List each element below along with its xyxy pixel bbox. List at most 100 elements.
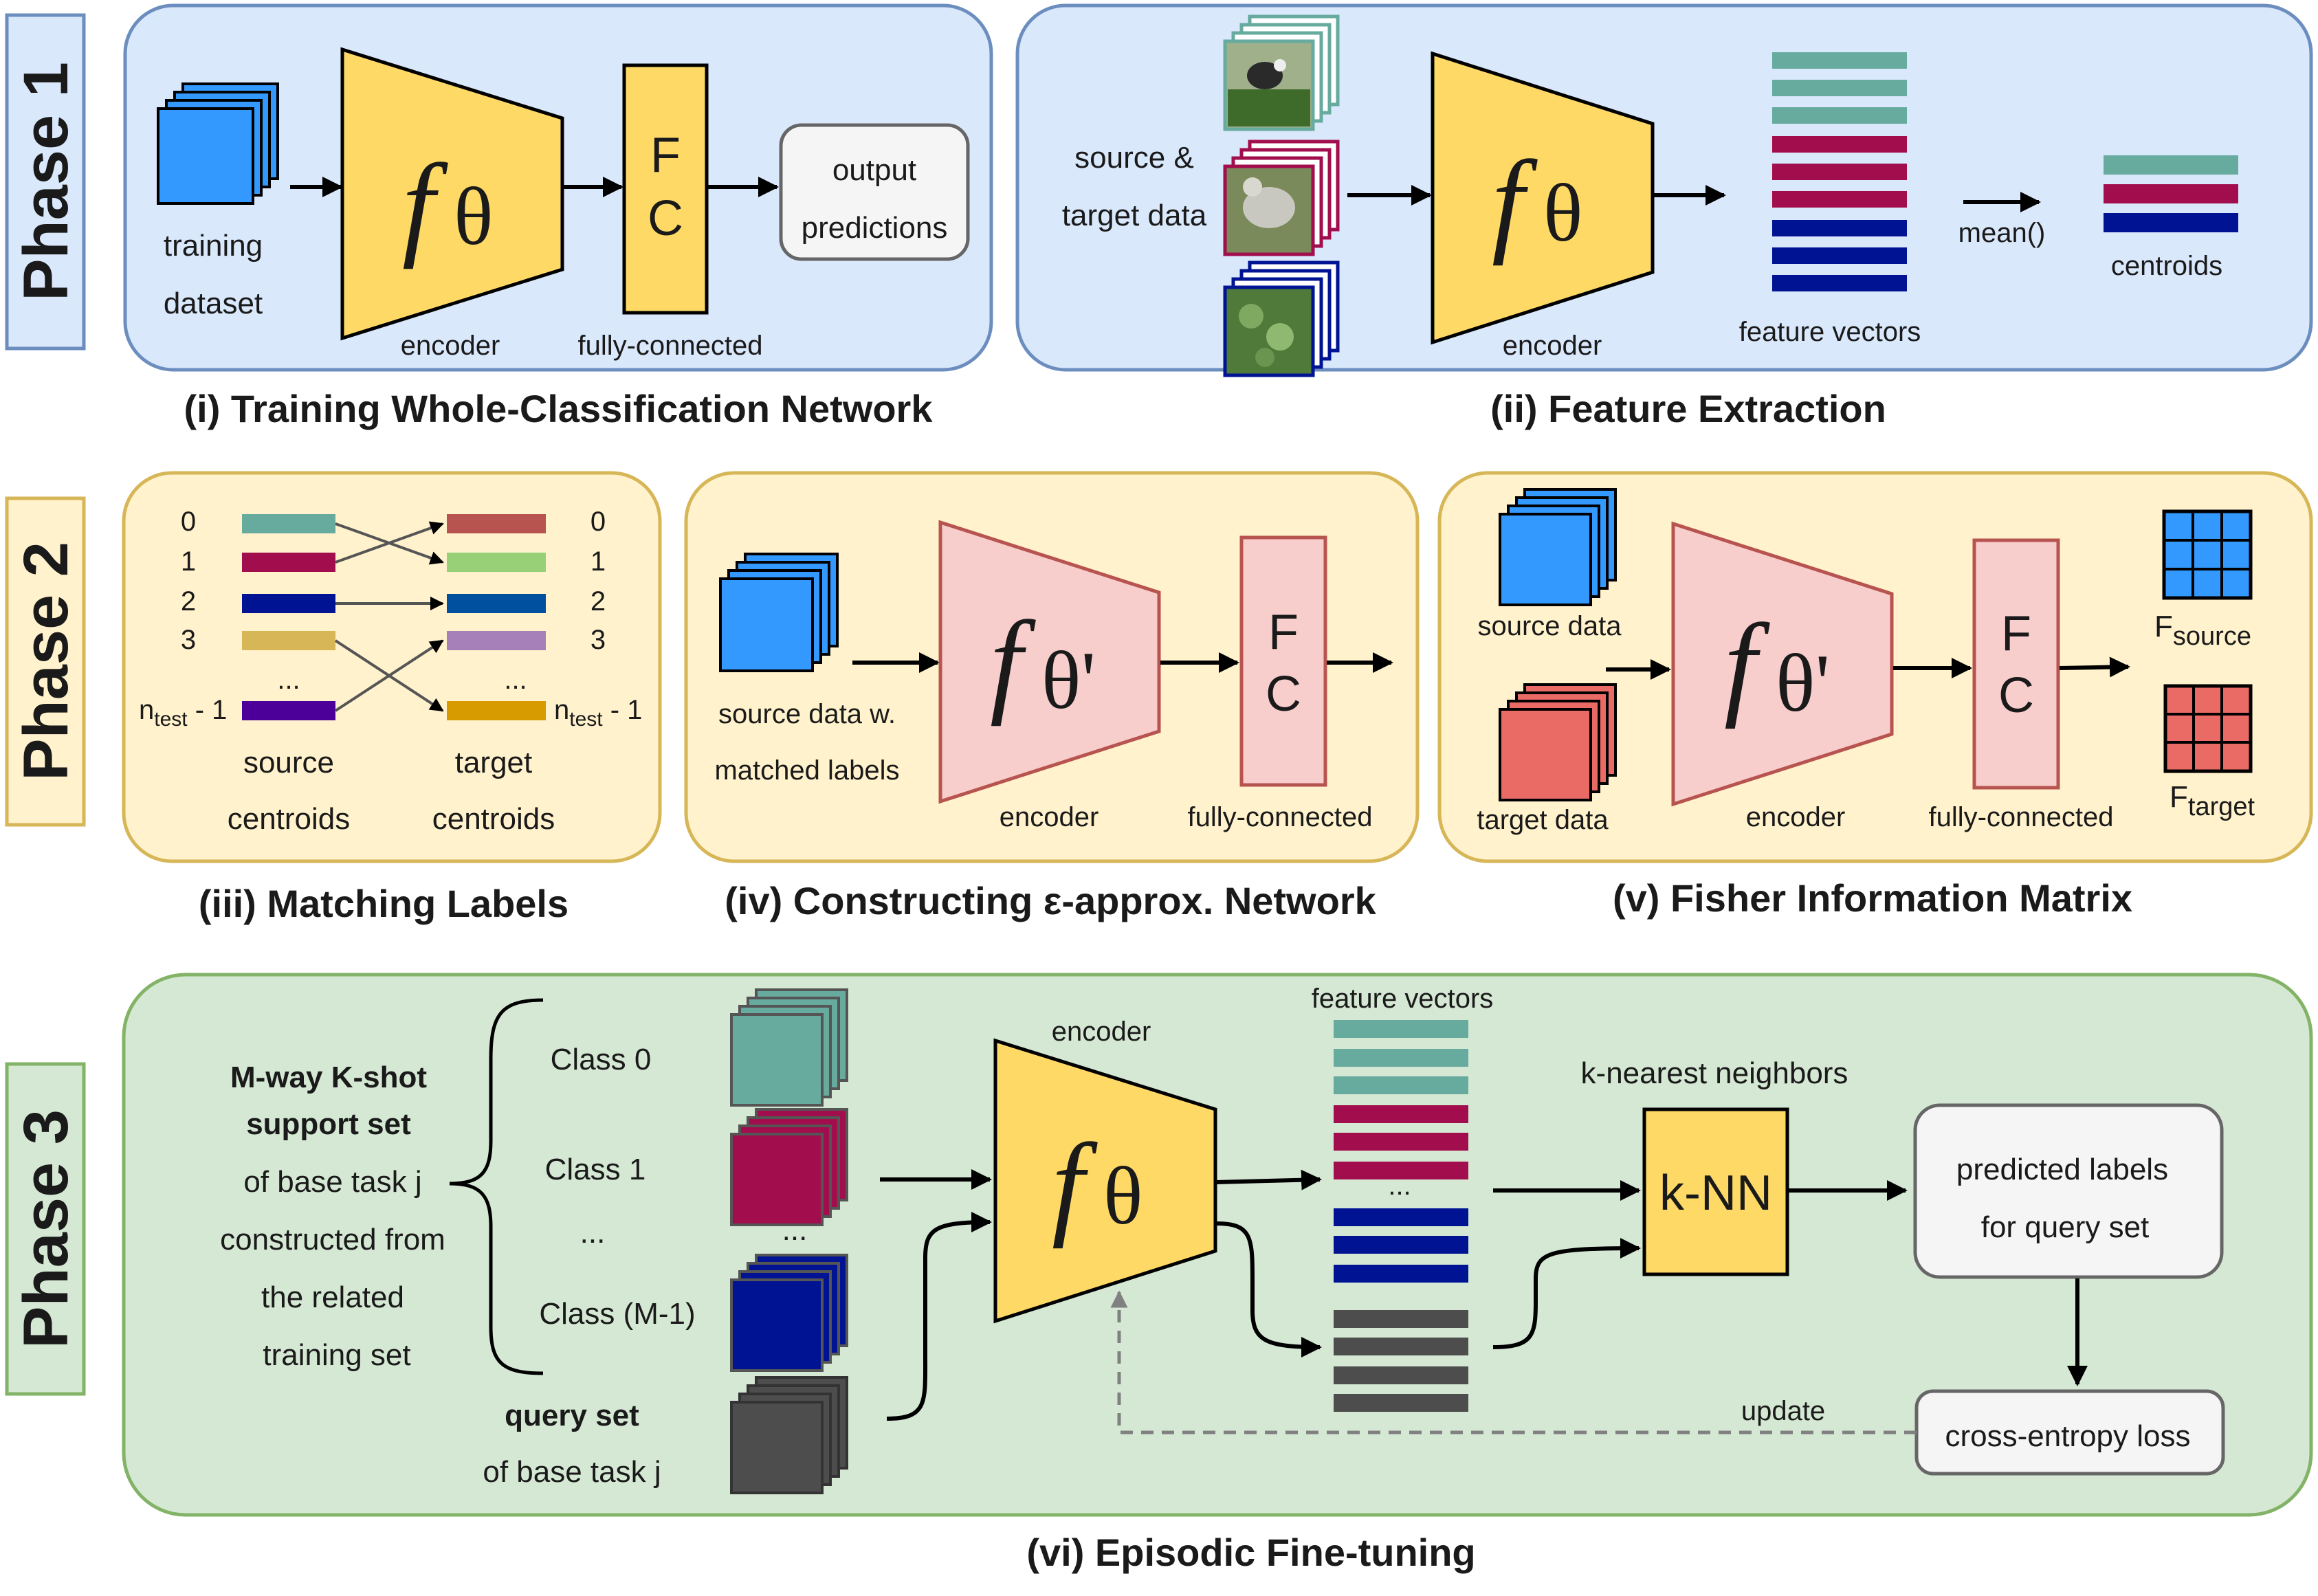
phase-2-label: Phase 2 bbox=[5, 496, 86, 827]
update-label: update bbox=[1741, 1396, 1825, 1426]
f-target-matrix-icon bbox=[2163, 684, 2253, 773]
source-target-label-1: source & bbox=[1074, 141, 1194, 175]
svg-text:θ: θ bbox=[1543, 167, 1582, 258]
matched-data-label-2: matched labels bbox=[714, 755, 899, 786]
centroids-label-ii: centroids bbox=[2111, 251, 2222, 281]
support-brace bbox=[449, 998, 544, 1375]
predicted-labels-box: predicted labels for query set bbox=[1913, 1103, 2224, 1279]
left-index-labels: 0 1 2 3 ... ntest - 1 bbox=[139, 507, 300, 731]
panel-iii-bg bbox=[122, 471, 662, 863]
query-feature-vectors bbox=[1334, 1310, 1468, 1412]
svg-text:θ': θ' bbox=[1041, 634, 1096, 726]
svg-text:F: F bbox=[1268, 605, 1299, 660]
f-source-matrix-icon bbox=[2162, 509, 2253, 600]
query-set-stack bbox=[730, 1376, 848, 1494]
update-arrow bbox=[1110, 1290, 1917, 1434]
phase-1-label: Phase 1 bbox=[5, 13, 86, 351]
support-set-line-2: support set bbox=[246, 1107, 411, 1141]
caption-vi: (vi) Episodic Fine-tuning bbox=[1026, 1531, 1475, 1574]
svg-text:Phase 2: Phase 2 bbox=[11, 542, 81, 781]
svg-text:θ': θ' bbox=[1776, 637, 1830, 729]
svg-text:C: C bbox=[1266, 667, 1301, 722]
target-centroids-label-1: target bbox=[455, 746, 533, 779]
svg-text:θ: θ bbox=[454, 170, 493, 262]
caption-v: (v) Fisher Information Matrix bbox=[1613, 876, 2132, 920]
target-centroids-label-2: centroids bbox=[432, 802, 555, 836]
target-data-stack-v bbox=[1499, 683, 1617, 801]
source-centroids-bars bbox=[242, 514, 335, 720]
support-set-line-5: the related bbox=[261, 1281, 404, 1314]
svg-text:F: F bbox=[650, 128, 681, 183]
svg-text:3: 3 bbox=[590, 625, 606, 655]
svg-text:k-NN: k-NN bbox=[1659, 1166, 1772, 1221]
svg-text:cross-entropy loss: cross-entropy loss bbox=[1945, 1419, 2190, 1453]
feature-vectors-dots: ... bbox=[1388, 1171, 1411, 1201]
svg-text:for query set: for query set bbox=[1981, 1210, 2150, 1244]
query-set-line-1: query set bbox=[505, 1399, 639, 1432]
class-0-label: Class 0 bbox=[551, 1043, 652, 1076]
fc-label-i: fully-connected bbox=[577, 331, 762, 361]
encoder-block-ii: f θ bbox=[1431, 51, 1655, 345]
svg-text:2: 2 bbox=[590, 586, 606, 617]
encoder-label-i: encoder bbox=[401, 331, 500, 361]
f-target-label: Ftarget bbox=[2170, 780, 2255, 821]
svg-text:θ: θ bbox=[1103, 1150, 1143, 1241]
knn-label: k-nearest neighbors bbox=[1581, 1056, 1848, 1090]
bird-photo-icon bbox=[1223, 14, 1340, 131]
class-stack-dots: ... bbox=[782, 1213, 808, 1247]
fc-label-v: fully-connected bbox=[1928, 802, 2113, 832]
fc-block-i: F C bbox=[622, 63, 709, 315]
encoder-block-iv: f θ' bbox=[938, 520, 1161, 804]
svg-text:Phase 1: Phase 1 bbox=[11, 62, 81, 301]
source-data-matched-stack bbox=[719, 553, 839, 672]
feature-vectors-label-vi: feature vectors bbox=[1312, 984, 1494, 1014]
target-centroids-bars bbox=[447, 514, 546, 720]
svg-text:predicted labels: predicted labels bbox=[1956, 1153, 2168, 1186]
svg-text:...: ... bbox=[277, 665, 300, 695]
svg-text:3: 3 bbox=[181, 625, 196, 655]
centroids-ii bbox=[2104, 155, 2238, 232]
source-data-label-v: source data bbox=[1477, 611, 1622, 641]
source-centroids-label-1: source bbox=[243, 746, 334, 779]
svg-text:...: ... bbox=[504, 665, 527, 695]
panel-ii-bg bbox=[1015, 3, 2313, 372]
encoder-label-ii: encoder bbox=[1503, 331, 1602, 361]
mean-label: mean() bbox=[1958, 218, 2046, 248]
caption-i: (i) Training Whole-Classification Networ… bbox=[184, 387, 934, 430]
class-dots-label: ... bbox=[580, 1216, 606, 1250]
svg-text:2: 2 bbox=[181, 586, 196, 617]
phase-3-label: Phase 3 bbox=[5, 1062, 86, 1396]
class-m-label: Class (M-1) bbox=[539, 1297, 695, 1331]
support-set-line-4: constructed from bbox=[220, 1223, 445, 1256]
svg-text:F: F bbox=[2001, 606, 2031, 661]
caption-ii: (ii) Feature Extraction bbox=[1490, 387, 1886, 430]
feature-vectors-ii bbox=[1772, 52, 1907, 291]
fc-label-iv: fully-connected bbox=[1187, 802, 1372, 832]
right-index-labels: 0 1 2 3 ... ntest - 1 bbox=[504, 507, 642, 731]
class-m-stack bbox=[730, 1254, 848, 1372]
encoder-block-vi: f θ bbox=[993, 1038, 1217, 1324]
svg-text:ntest - 1: ntest - 1 bbox=[554, 695, 642, 731]
plant-photo-icon bbox=[1223, 261, 1340, 377]
encoder-label-vi: encoder bbox=[1052, 1017, 1151, 1047]
training-dataset-label-2: dataset bbox=[164, 287, 263, 320]
svg-text:1: 1 bbox=[181, 546, 196, 577]
svg-text:predictions: predictions bbox=[802, 211, 948, 245]
class-1-stack bbox=[730, 1108, 848, 1226]
support-set-line-3: of base task j bbox=[243, 1165, 421, 1199]
svg-text:0: 0 bbox=[590, 507, 606, 537]
dog-photo-icon bbox=[1223, 140, 1340, 256]
svg-text:1: 1 bbox=[590, 546, 606, 577]
cross-entropy-loss-box: cross-entropy loss bbox=[1914, 1389, 2225, 1476]
output-predictions-box: output predictions bbox=[779, 123, 970, 261]
fc-block-iv: F C bbox=[1239, 535, 1327, 787]
f-source-label: Fsource bbox=[2154, 610, 2251, 651]
svg-text:0: 0 bbox=[181, 507, 196, 537]
matching-arrows bbox=[334, 521, 444, 712]
svg-text:Phase 3: Phase 3 bbox=[11, 1109, 81, 1349]
feature-vectors-label-ii: feature vectors bbox=[1739, 317, 1921, 347]
class-1-label: Class 1 bbox=[545, 1153, 646, 1186]
encoder-label-iv: encoder bbox=[1000, 802, 1099, 832]
caption-iii: (iii) Matching Labels bbox=[199, 882, 569, 925]
